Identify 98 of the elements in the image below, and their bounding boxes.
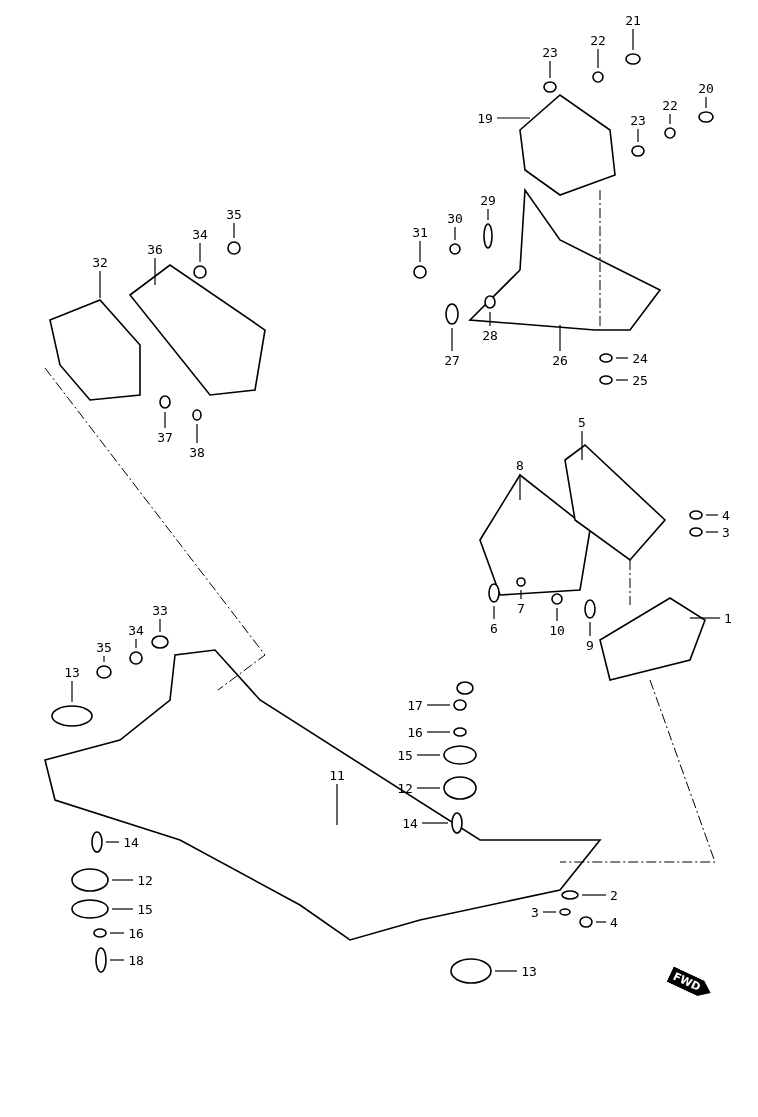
callout-number: 3: [721, 524, 731, 540]
callout-number: 7: [516, 600, 526, 616]
leader-line: [71, 680, 73, 703]
leader-line: [233, 222, 235, 239]
leader-line: [581, 430, 583, 461]
leader-line: [135, 638, 137, 649]
leader-line: [615, 357, 629, 359]
leader-line: [164, 411, 166, 429]
callout-number: 37: [156, 429, 174, 445]
callout-number: 17: [406, 697, 424, 713]
callout-number: 14: [122, 834, 140, 850]
callout-number: 38: [188, 444, 206, 460]
leader-line: [689, 617, 721, 619]
callout-number: 35: [95, 639, 113, 655]
callout-number: 26: [551, 352, 569, 368]
leader-line: [454, 226, 456, 241]
callout-number: 16: [406, 724, 424, 740]
callout-number: 6: [489, 620, 499, 636]
leader-line: [487, 208, 489, 221]
leader-line: [615, 379, 629, 381]
callout-number: 13: [63, 664, 81, 680]
leader-line: [416, 787, 441, 789]
callout-number: 5: [577, 414, 587, 430]
callout-number: 11: [328, 767, 346, 783]
leader-line: [451, 327, 453, 352]
leader-line: [597, 48, 599, 69]
callout-number: 34: [191, 226, 209, 242]
leader-line: [632, 28, 634, 51]
callout-number: 12: [396, 780, 414, 796]
callout-number: 15: [136, 901, 154, 917]
callout-number: 16: [127, 925, 145, 941]
leader-line: [559, 324, 561, 352]
leader-line: [581, 894, 607, 896]
callout-number: 34: [127, 622, 145, 638]
leader-line: [105, 841, 120, 843]
callout-number: 12: [136, 872, 154, 888]
leader-line: [519, 473, 521, 501]
leader-line: [419, 240, 421, 263]
leader-line: [111, 908, 134, 910]
callout-number: 32: [91, 254, 109, 270]
callout-number: 24: [631, 350, 649, 366]
leader-line: [109, 932, 125, 934]
leader-line: [109, 959, 125, 961]
callout-number: 28: [481, 327, 499, 343]
callout-number: 4: [609, 914, 619, 930]
callout-number: 36: [146, 241, 164, 257]
leader-line: [705, 96, 707, 109]
callout-number: 22: [661, 97, 679, 113]
leader-line: [99, 270, 101, 299]
callout-number: 29: [479, 192, 497, 208]
leader-line: [421, 822, 449, 824]
leader-line: [705, 531, 719, 533]
callout-number: 2: [609, 887, 619, 903]
leader-line: [426, 704, 451, 706]
callout-number: 14: [401, 815, 419, 831]
callout-number: 20: [697, 80, 715, 96]
leader-line: [159, 618, 161, 633]
callout-number: 35: [225, 206, 243, 222]
callout-number: 31: [411, 224, 429, 240]
leader-line: [494, 970, 518, 972]
leader-line: [496, 117, 531, 119]
leader-line: [154, 257, 156, 286]
callout-number: 27: [443, 352, 461, 368]
callout-number: 10: [548, 622, 566, 638]
callout-number: 15: [396, 747, 414, 763]
callout-number: 30: [446, 210, 464, 226]
callout-number: 8: [515, 457, 525, 473]
callout-number: 23: [629, 112, 647, 128]
leader-line: [637, 128, 639, 143]
leader-line: [595, 921, 607, 923]
leader-line: [489, 311, 491, 327]
callout-number: 9: [585, 637, 595, 653]
leader-line: [542, 911, 557, 913]
callout-number: 13: [520, 963, 538, 979]
callout-number: 33: [151, 602, 169, 618]
callout-number: 18: [127, 952, 145, 968]
callout-number: 22: [589, 32, 607, 48]
leader-line: [493, 605, 495, 620]
leader-line: [103, 655, 105, 663]
leader-line: [549, 60, 551, 79]
leader-line: [416, 754, 441, 756]
leader-line: [196, 423, 198, 444]
leader-line: [705, 514, 719, 516]
leader-line: [111, 879, 134, 881]
callout-number: 25: [631, 372, 649, 388]
callout-number: 21: [624, 12, 642, 28]
leader-line: [589, 621, 591, 637]
leader-line: [199, 242, 201, 263]
callout-number: 19: [476, 110, 494, 126]
callout-number: 3: [530, 904, 540, 920]
callout-number: 1: [723, 610, 733, 626]
callout-number: 23: [541, 44, 559, 60]
leader-line: [520, 589, 522, 600]
callout-number: 4: [721, 507, 731, 523]
leader-line: [556, 607, 558, 622]
leader-line: [669, 113, 671, 125]
leader-line: [426, 731, 451, 733]
leader-line: [336, 783, 338, 826]
